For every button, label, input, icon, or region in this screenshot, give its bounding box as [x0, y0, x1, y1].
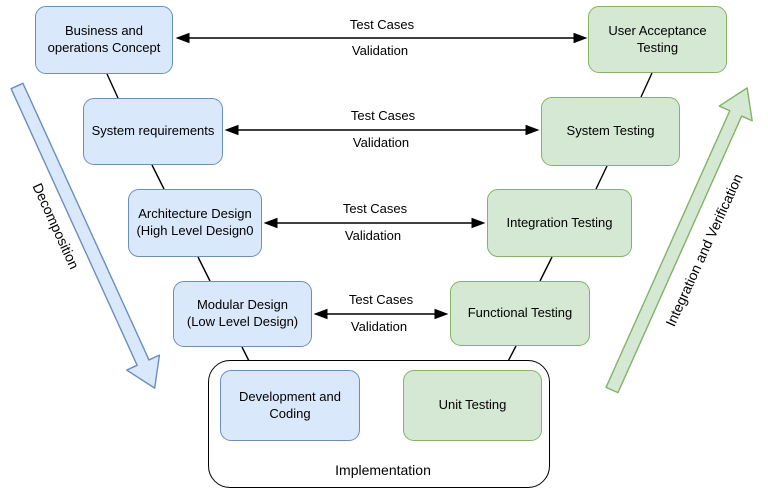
- decomposition-arrow: [10, 82, 161, 389]
- connector-uat-to-system-testing: [640, 72, 653, 98]
- validation-label-row-1: Validation: [351, 43, 409, 58]
- validation-arrow-row-1: [175, 32, 588, 44]
- connector-architecture-to-modular: [197, 256, 211, 282]
- validation-arrow-row-2: [224, 124, 540, 136]
- test-cases-label-row-3: Test Cases: [342, 201, 408, 216]
- box-unit-testing: Unit Testing: [403, 370, 542, 441]
- validation-label-row-4: Validation: [350, 319, 408, 334]
- box-functional-testing: Functional Testing: [450, 281, 590, 346]
- box-system-requirements: System requirements: [83, 98, 223, 165]
- validation-label-row-3: Validation: [344, 228, 402, 243]
- connector-requirements-to-architecture: [151, 164, 165, 190]
- validation-arrow-row-4: [313, 308, 449, 320]
- box-system-testing: System Testing: [541, 97, 680, 166]
- box-architecture-design: Architecture Design (High Level Design0: [128, 189, 262, 257]
- validation-arrow-row-3: [263, 217, 486, 229]
- box-modular-design: Modular Design (Low Level Design): [173, 281, 312, 347]
- implementation-label: Implementation: [335, 462, 431, 478]
- connector-integration-to-functional-testing: [539, 256, 553, 282]
- box-user-acceptance-testing: User Acceptance Testing: [588, 6, 727, 73]
- box-development-coding: Development and Coding: [220, 370, 360, 441]
- connector-system-to-integration-testing: [595, 165, 608, 190]
- test-cases-label-row-4: Test Cases: [348, 292, 414, 307]
- test-cases-label-row-1: Test Cases: [349, 17, 415, 32]
- box-business-operations-concept: Business and operations Concept: [35, 6, 173, 74]
- validation-label-row-2: Validation: [352, 135, 410, 150]
- integration-verification-arrow: [605, 87, 753, 394]
- test-cases-label-row-2: Test Cases: [350, 108, 416, 123]
- connector-business-to-requirements: [106, 73, 119, 99]
- box-integration-testing: Integration Testing: [487, 189, 632, 257]
